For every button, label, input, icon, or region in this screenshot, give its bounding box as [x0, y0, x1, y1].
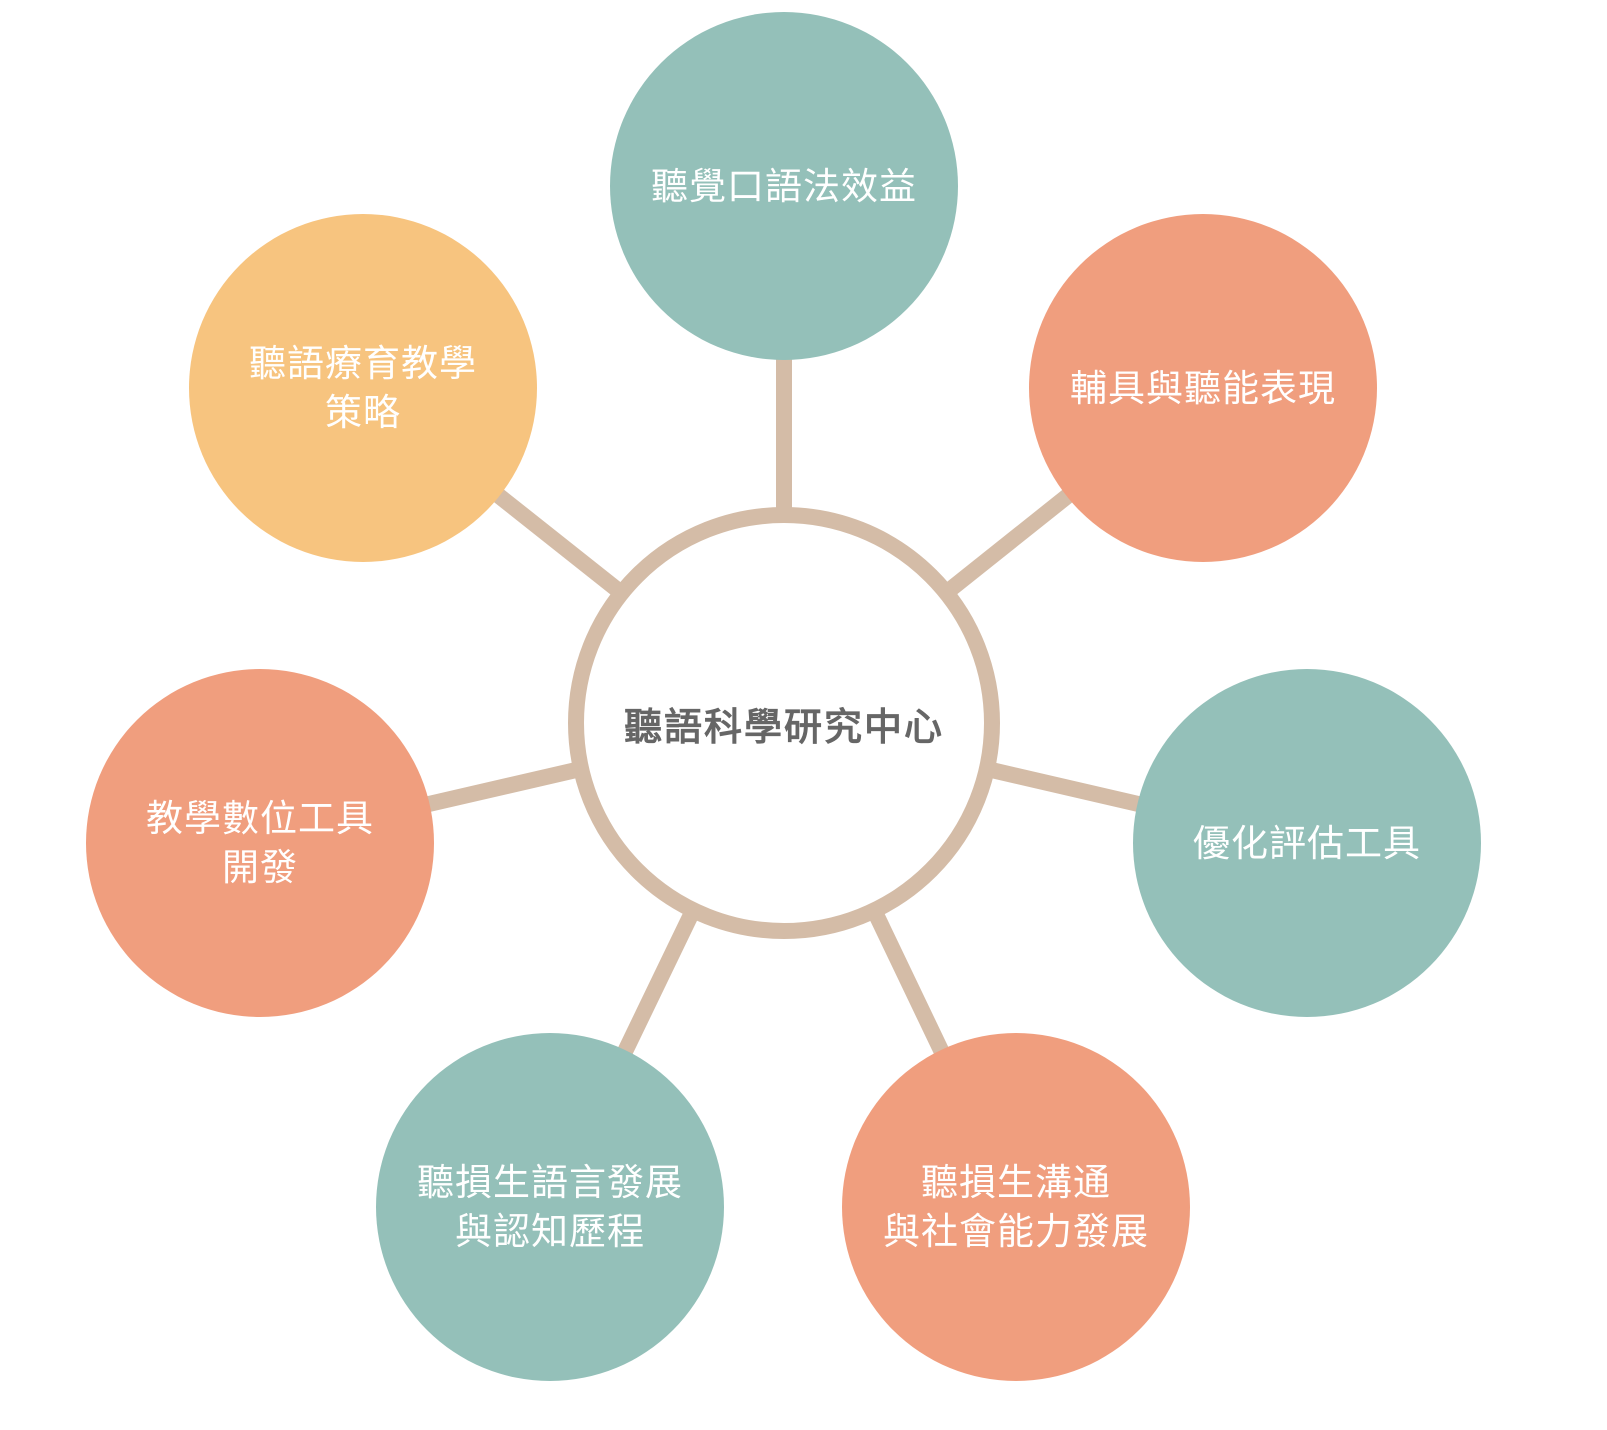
node-bottom-right: 聽損生溝通 與社會能力發展: [842, 1033, 1190, 1381]
center-hub: 聽語科學研究中心: [568, 507, 1000, 939]
node-label: 優化評估工具: [1193, 821, 1421, 865]
node-label: 聽損生語言發展 與認知歷程: [417, 1161, 683, 1253]
center-label: 聽語科學研究中心: [623, 704, 944, 749]
node-top-left: 聽語療育教學 策略: [189, 214, 537, 562]
node-top: 聽覺口語法效益: [610, 12, 958, 360]
node-top-right: 輔具與聽能表現: [1029, 214, 1377, 562]
node-label: 輔具與聽能表現: [1070, 366, 1336, 410]
node-label: 聽覺口語法效益: [651, 164, 917, 208]
node-label: 聽語療育教學 策略: [249, 342, 477, 434]
node-label: 聽損生溝通 與社會能力發展: [883, 1161, 1149, 1253]
node-left: 教學數位工具 開發: [86, 669, 434, 1017]
node-label: 教學數位工具 開發: [146, 797, 374, 889]
node-bottom-left: 聽損生語言發展 與認知歷程: [376, 1033, 724, 1381]
node-right: 優化評估工具: [1133, 669, 1481, 1017]
